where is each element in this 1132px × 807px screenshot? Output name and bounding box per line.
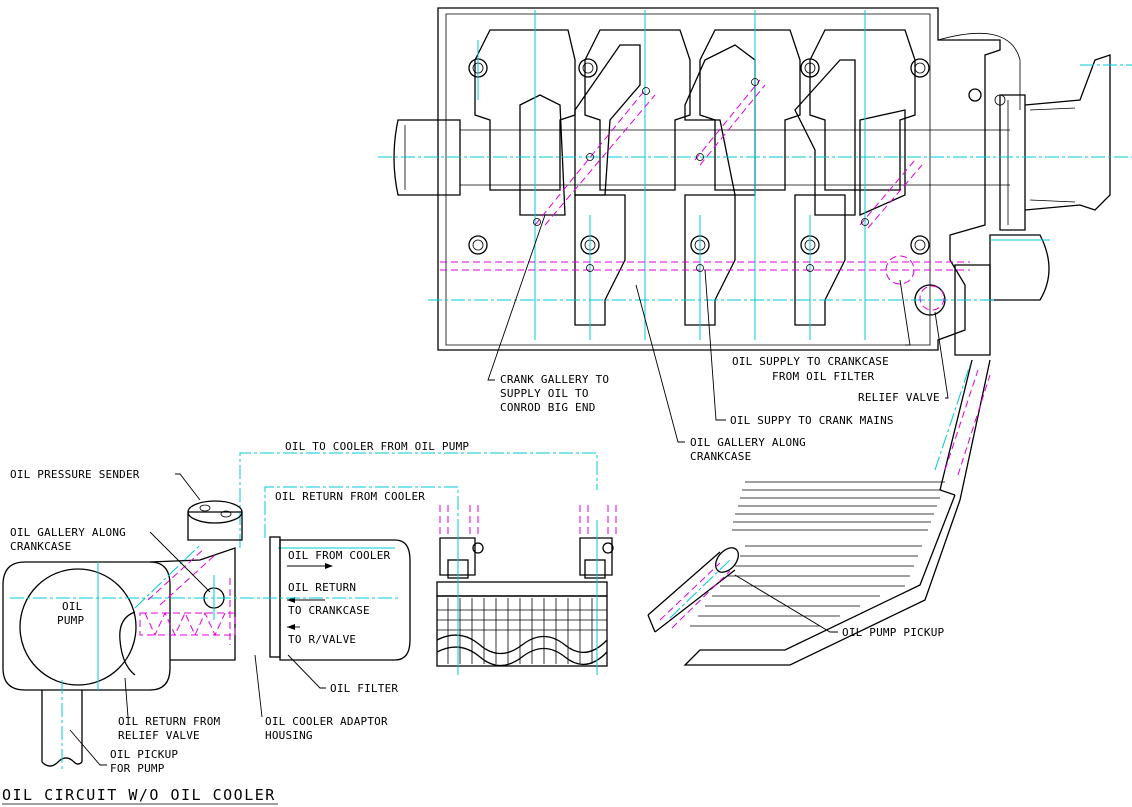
label-to-cooler: OIL TO COOLER FROM OIL PUMP	[285, 440, 469, 453]
label-pickup-pump-1: OIL PICKUP	[110, 748, 178, 761]
oil-cooler-core	[436, 505, 617, 675]
label-return-relief-1: OIL RETURN FROM	[118, 715, 221, 728]
label-return-relief-2: RELIEF VALVE	[118, 729, 200, 742]
label-crank-mains: OIL SUPPY TO CRANK MAINS	[730, 414, 894, 427]
label-oil-filter: OIL FILTER	[330, 682, 398, 695]
label-relief-valve: RELIEF VALVE	[858, 391, 940, 404]
label-supply-crankcase-2: FROM OIL FILTER	[772, 370, 875, 383]
label-oil-pump-1: OIL	[62, 600, 83, 613]
pump-oil-passages	[139, 547, 236, 645]
cooler-oil-lines	[239, 452, 598, 549]
label-gallery-crankcase-2: CRANKCASE	[690, 450, 751, 463]
sump-oil-hatching	[690, 481, 945, 627]
label-return-from-cooler: OIL RETURN FROM COOLER	[275, 490, 425, 503]
label-oil-return-1: OIL RETURN	[288, 581, 356, 594]
label-from-cooler: OIL FROM COOLER	[288, 549, 391, 562]
label-pressure-sender: OIL PRESSURE SENDER	[10, 468, 140, 481]
label-pickup-pump-2: FOR PUMP	[110, 762, 165, 775]
pump-leaders	[69, 473, 326, 766]
label-pump-pickup: OIL PUMP PICKUP	[842, 626, 945, 639]
bolt-icon	[468, 58, 1006, 255]
drawing-title: OIL CIRCUIT W/O OIL COOLER	[2, 786, 276, 804]
callout-labels: CRANK GALLERY TO SUPPLY OIL TO CONROD BI…	[10, 355, 945, 775]
label-left-gallery-1: OIL GALLERY ALONG	[10, 526, 126, 539]
label-crank-gallery-1: CRANK GALLERY TO	[500, 373, 609, 386]
oil-pressure-sender-icon	[187, 500, 243, 541]
label-to-rvalve: TO R/VALVE	[288, 633, 356, 646]
label-adaptor-2: HOUSING	[265, 729, 313, 742]
label-oil-return-2: TO CRANKCASE	[288, 604, 370, 617]
crankcase-leaders	[487, 214, 949, 633]
label-supply-crankcase-1: OIL SUPPLY TO CRANKCASE	[732, 355, 889, 368]
crankcase-block	[393, 7, 1111, 666]
label-crank-gallery-3: CONROD BIG END	[500, 401, 596, 414]
oil-pump-assembly	[2, 500, 411, 767]
label-left-gallery-2: CRANKCASE	[10, 540, 71, 553]
pump-centerlines	[10, 544, 400, 770]
label-gallery-crankcase-1: OIL GALLERY ALONG	[690, 436, 806, 449]
crankcase-centerlines	[378, 10, 1132, 619]
label-oil-pump-2: PUMP	[57, 614, 84, 627]
label-crank-gallery-2: SUPPLY OIL TO	[500, 387, 589, 400]
label-adaptor-1: OIL COOLER ADAPTOR	[265, 715, 388, 728]
